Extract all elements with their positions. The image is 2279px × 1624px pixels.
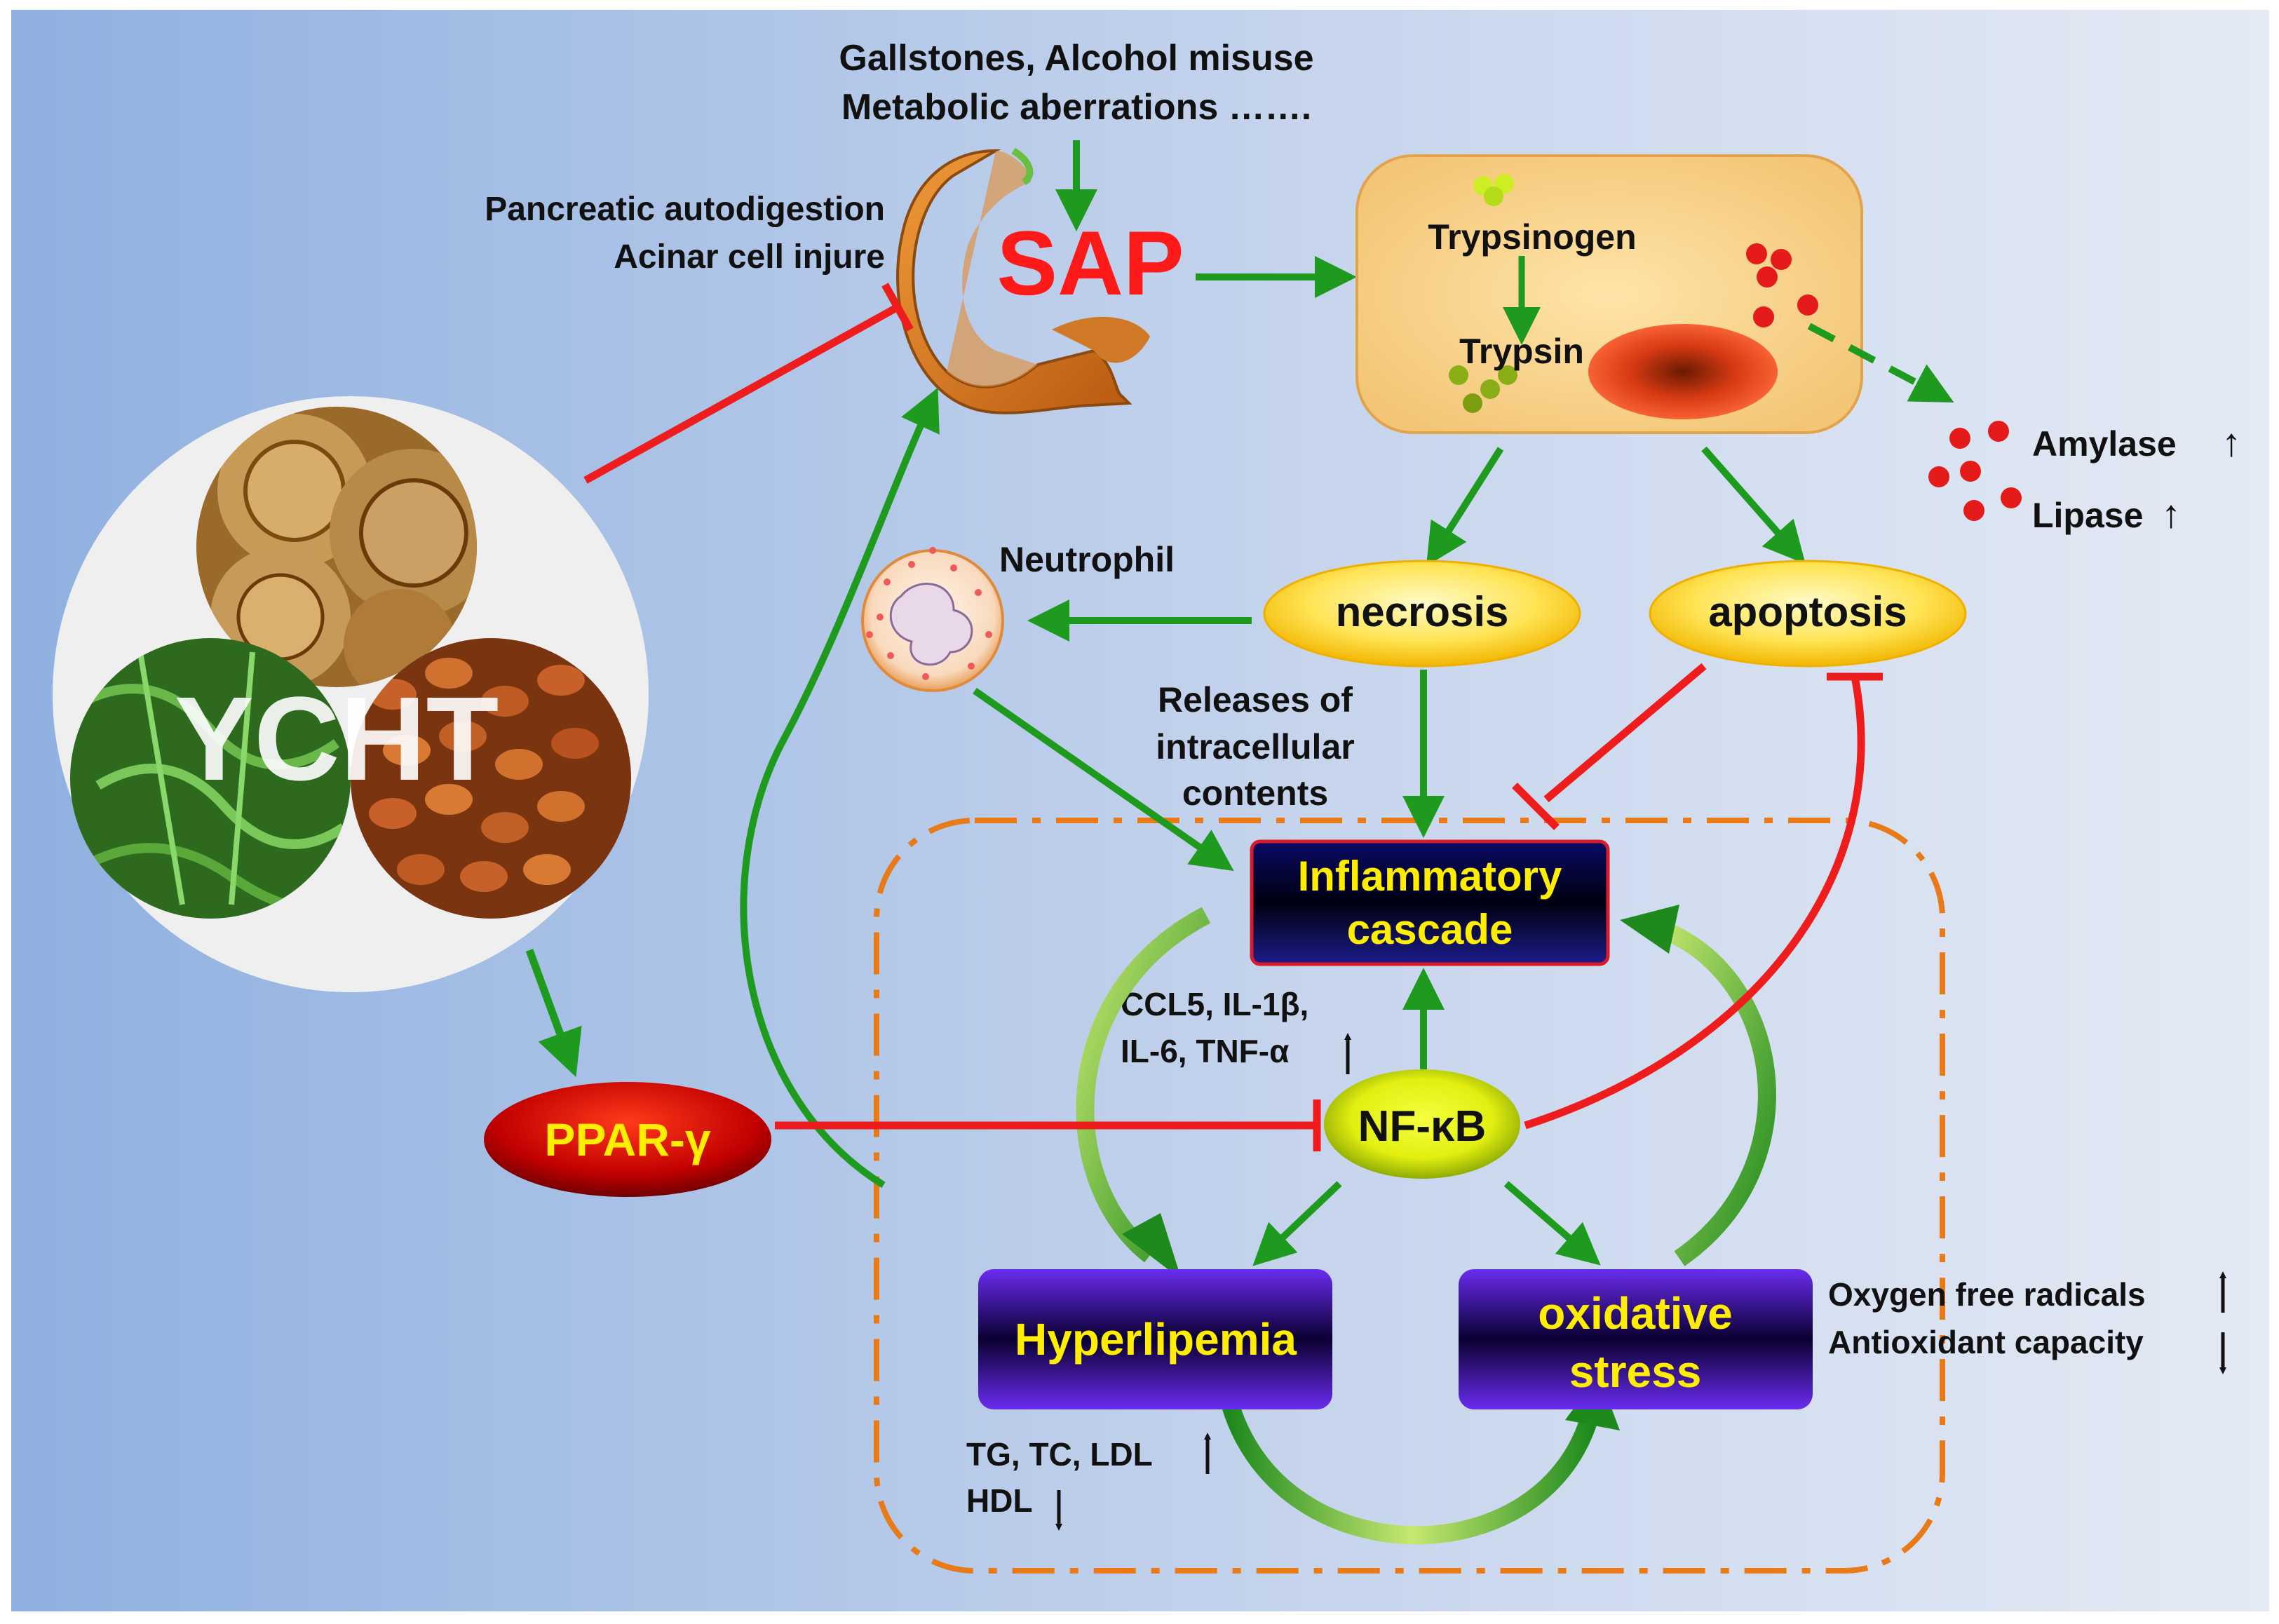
neutrophil-to-inflammatory-arrow <box>973 687 1234 872</box>
ycht-herb-cluster <box>53 396 649 992</box>
apoptosis-inhibits-inflammatory-line <box>1543 663 1707 803</box>
inflammatory-line-1: Inflammatory <box>1298 853 1562 900</box>
hyperlipemia-label: Hyperlipemia <box>1015 1314 1297 1365</box>
oxidative-line-1: oxidative <box>1538 1288 1732 1339</box>
nfkb-inhibits-apoptosis-line <box>1524 675 1865 1130</box>
cell-to-apoptosis-arrow <box>1701 446 1806 564</box>
inflammatory-line-2: cascade <box>1347 906 1513 953</box>
trypsinogen-label: Trypsinogen <box>1428 217 1636 257</box>
oxidative-to-inflammatory-curve <box>1651 918 1776 1266</box>
inflammatory-to-hyperlipemia-head <box>1122 1213 1182 1280</box>
nfkb-node <box>1324 1069 1520 1179</box>
ycht-label: YCHT <box>175 672 499 806</box>
ppar-gamma-node <box>484 1082 771 1197</box>
hyperlipemia-box <box>978 1269 1332 1409</box>
nfkb-to-oxidative-arrow <box>1503 1181 1601 1266</box>
ppar-gamma-label: PPAR-γ <box>544 1114 710 1165</box>
pancreas-illustration <box>896 147 1150 414</box>
releases-line-3: contents <box>1182 773 1328 813</box>
cytokines-line-2: IL-6, TNF-α <box>1121 1033 1289 1069</box>
serum-enzyme-dots <box>1928 421 2022 521</box>
acinar-cell <box>1355 154 1863 434</box>
neutrophil-cell <box>861 547 1004 692</box>
ycht-to-ppar-arrow <box>525 949 582 1077</box>
autodigestion-line-2: Acinar cell injure <box>614 238 885 276</box>
lipids-line-1: TG, TC, LDL <box>966 1436 1153 1473</box>
nfkb-label: NF-κB <box>1358 1102 1487 1151</box>
apoptosis-inhibits-inflammatory-bar <box>1512 783 1560 830</box>
sap-label: SAP <box>996 212 1184 314</box>
radicals-line-2: Antioxidant capacity <box>1828 1324 2144 1360</box>
lipids-line-2: HDL <box>966 1482 1033 1519</box>
apoptosis-label: apoptosis <box>1708 588 1907 635</box>
radicals-line-1: Oxygen free radicals <box>1828 1276 2146 1313</box>
cell-to-necrosis-arrow <box>1426 447 1504 567</box>
neutrophil-label: Neutrophil <box>999 540 1175 579</box>
nfkb-to-hyperlipemia-arrow <box>1252 1181 1342 1266</box>
releases-line-1: Releases of <box>1158 680 1353 719</box>
amylase-up-arrow: ↑ <box>2221 420 2241 464</box>
necrosis-label: necrosis <box>1336 588 1509 635</box>
causes-line-1: Gallstones, Alcohol misuse <box>839 38 1313 79</box>
lipase-up-arrow: ↑ <box>2161 492 2181 536</box>
enzyme-release-dashed-arrow <box>1807 323 1954 403</box>
necrosis-node <box>1263 560 1581 668</box>
cytokines-line-1: CCL5, IL-1β, <box>1121 986 1308 1022</box>
trypsin-label: Trypsin <box>1459 332 1584 371</box>
ycht-inhibits-sap-line <box>583 304 900 484</box>
inflammatory-cascade-box <box>1250 839 1610 966</box>
oxidative-line-2: stress <box>1569 1346 1702 1397</box>
ycht-inhibits-sap-bar <box>881 283 914 332</box>
ppar-to-sap-curve-arrow <box>740 387 940 1189</box>
amylase-label: Amylase <box>2032 424 2177 463</box>
apoptosis-node <box>1649 560 1967 668</box>
causes-line-2: Metabolic aberrations ……. <box>841 87 1311 128</box>
lipase-label: Lipase <box>2032 496 2143 535</box>
autodigestion-line-1: Pancreatic autodigestion <box>485 191 885 228</box>
hyperlipemia-to-oxidative-curve <box>1222 1403 1601 1545</box>
releases-line-2: intracellular <box>1156 727 1354 766</box>
oxidative-stress-box <box>1459 1269 1813 1409</box>
inflammatory-to-hyperlipemia-curve <box>1076 907 1211 1263</box>
oxidative-to-inflammatory-head <box>1620 905 1679 954</box>
